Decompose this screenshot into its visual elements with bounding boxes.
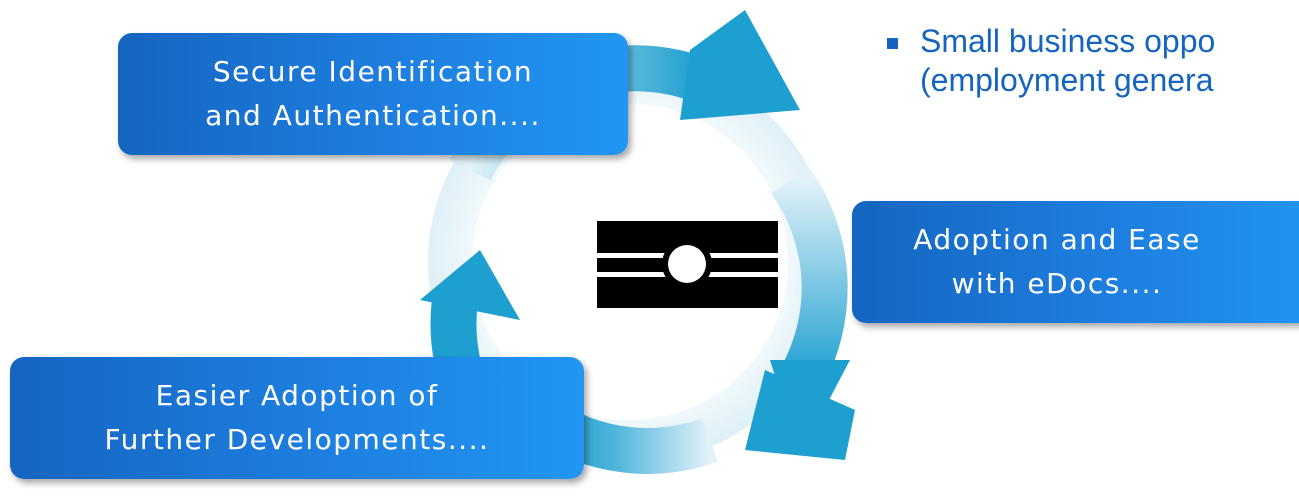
secure-identification-line-1: Secure Identification: [212, 55, 534, 88]
adoption-edocs-box: Adoption and Ease with eDocs....: [852, 201, 1299, 323]
bullet-point: Small business oppo (employment genera: [887, 22, 1215, 100]
mobile-id-card-icon: [597, 221, 778, 308]
easier-adoption-box: Easier Adoption of Further Developments.…: [10, 357, 584, 479]
bullet-line-1: Small business oppo: [920, 23, 1216, 59]
bullet-square-icon: [887, 38, 898, 49]
secure-identification-line-2: and Authentication....: [205, 99, 541, 132]
adoption-edocs-line-1: Adoption and Ease: [913, 223, 1201, 256]
cycle-arrow-right: [745, 166, 855, 460]
easier-adoption-line-1: Easier Adoption of: [155, 379, 439, 412]
secure-identification-box: Secure Identification and Authentication…: [118, 33, 628, 155]
easier-adoption-line-2: Further Developments....: [104, 423, 490, 456]
adoption-edocs-line-2: with eDocs....: [951, 267, 1163, 300]
bullet-line-2: (employment genera: [920, 62, 1214, 98]
